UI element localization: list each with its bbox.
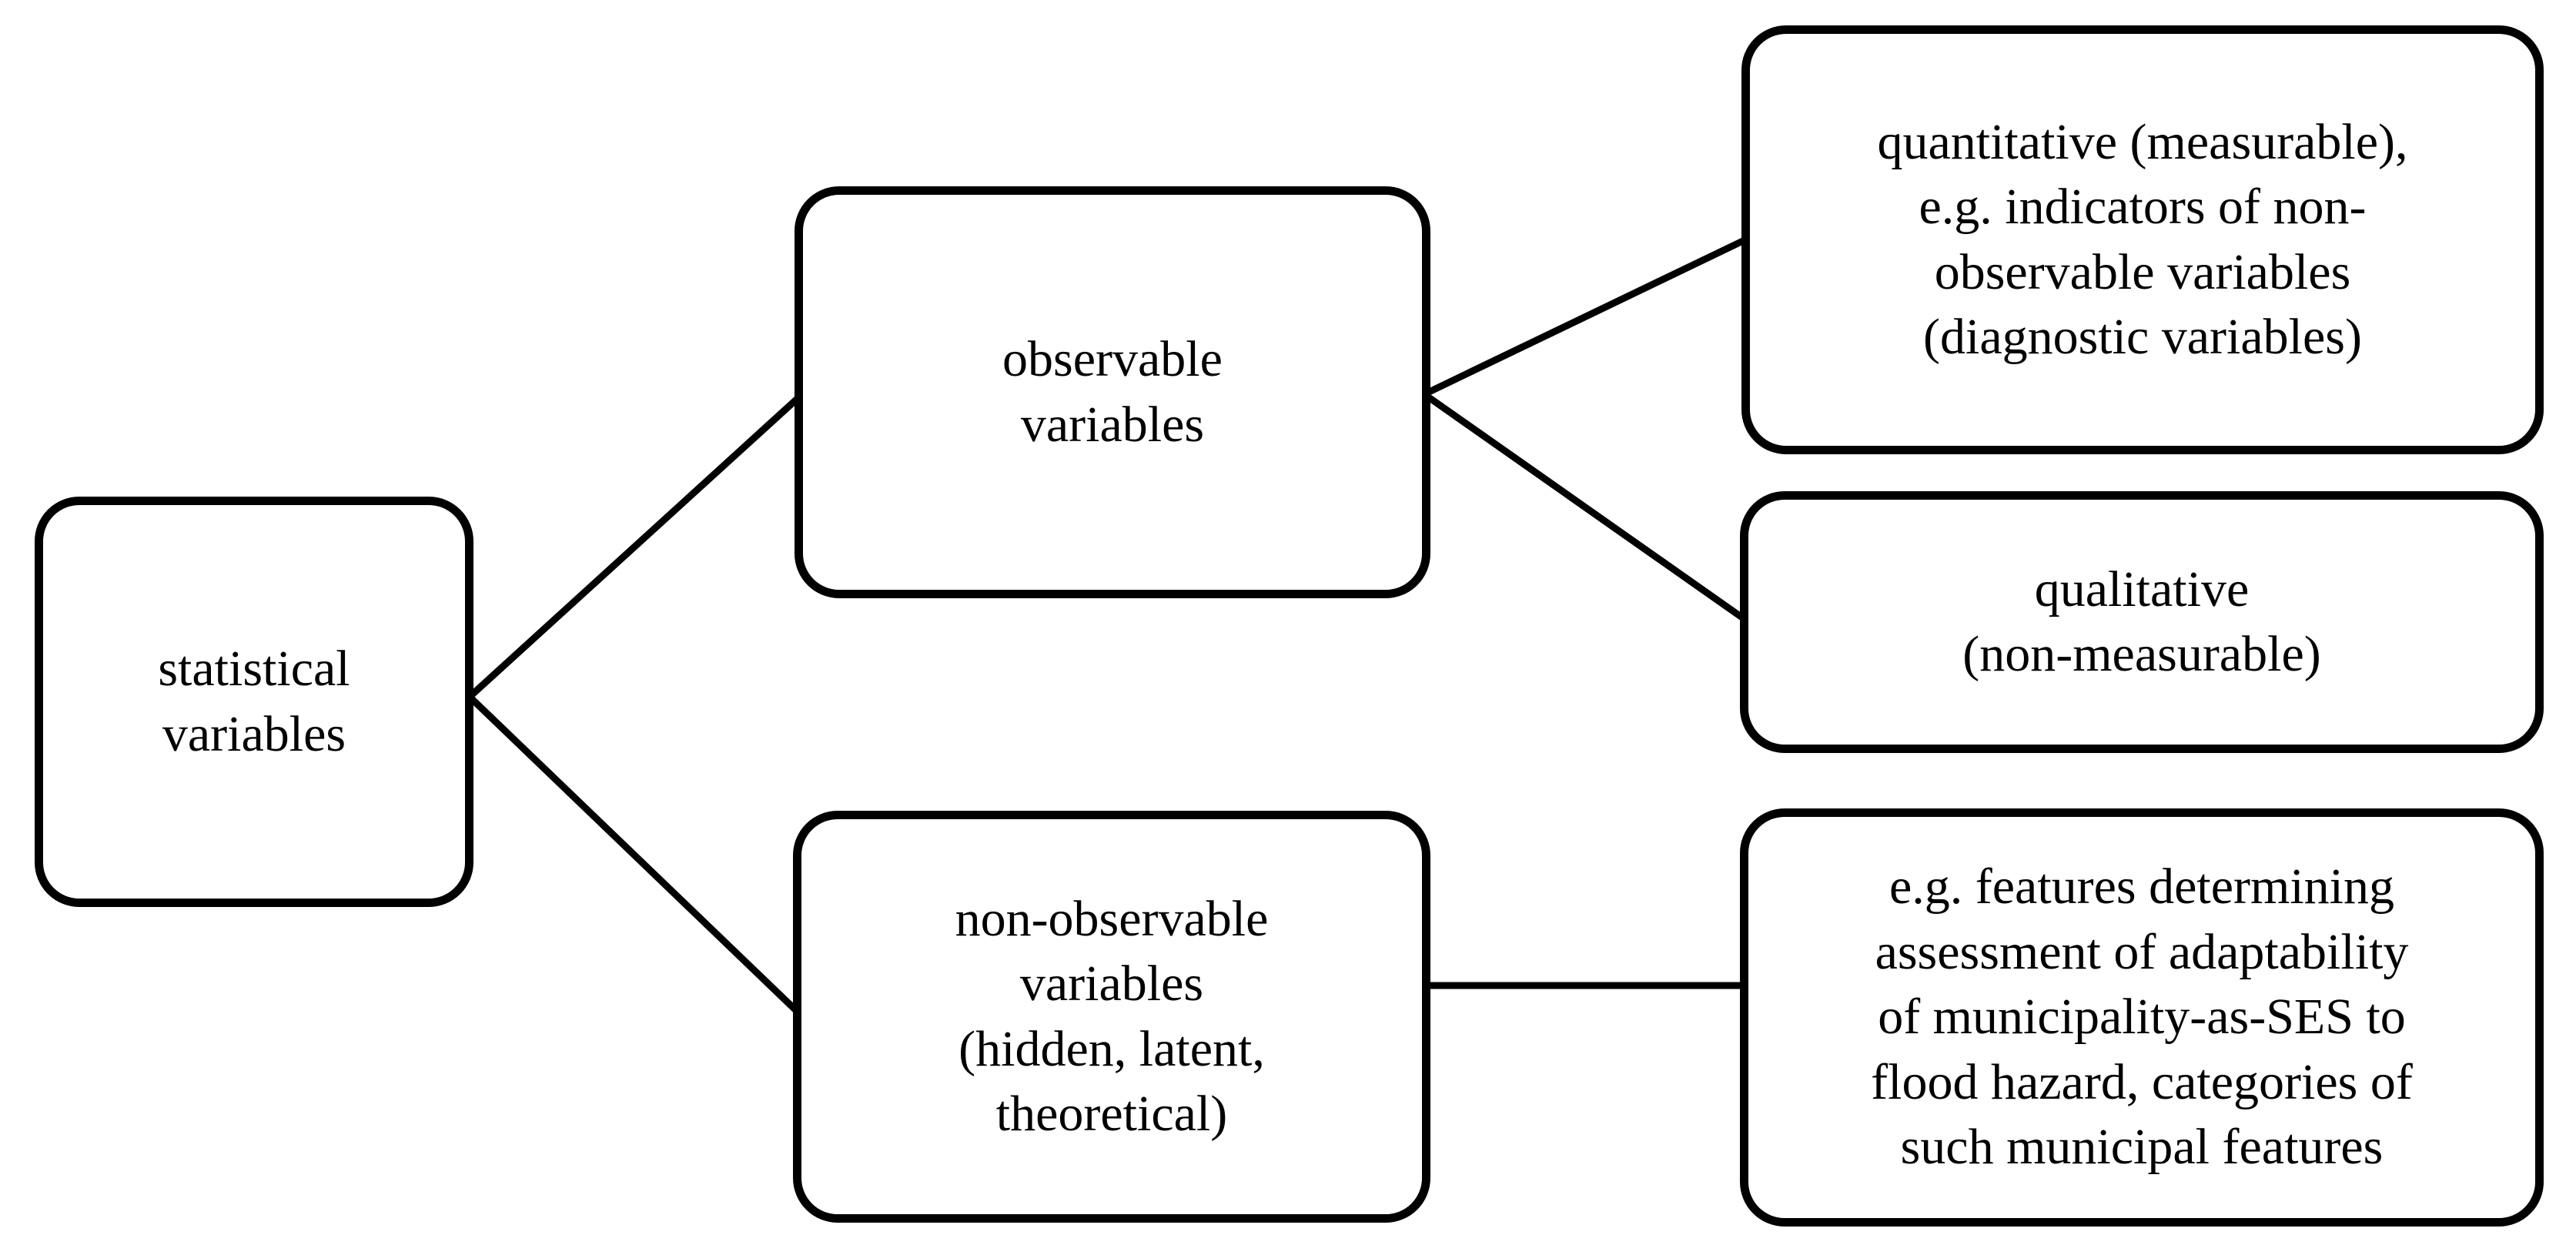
node-non-observable-variables-label: non-observable variables (hidden, latent… xyxy=(955,890,1269,1142)
node-non-observable-examples-label: e.g. features determining assessment of … xyxy=(1871,858,2413,1176)
node-qualitative-variables-label: qualitative (non-measurable) xyxy=(1962,561,2321,682)
node-statistical-variables-label: statistical variables xyxy=(158,641,350,762)
node-non-observable-variables: non-observable variables (hidden, latent… xyxy=(793,811,1430,1223)
node-quantitative-variables: quantitative (measurable), e.g. indicato… xyxy=(1741,25,2544,454)
node-observable-variables: observable variables xyxy=(795,186,1430,598)
node-qualitative-variables: qualitative (non-measurable) xyxy=(1740,491,2544,753)
edge-observable-to-qualitative xyxy=(1420,390,1751,625)
node-statistical-variables: statistical variables xyxy=(35,497,473,907)
node-non-observable-examples: e.g. features determining assessment of … xyxy=(1740,808,2544,1227)
node-observable-variables-label: observable variables xyxy=(1002,331,1223,453)
edge-statistical-to-non-observable xyxy=(466,693,806,1020)
node-quantitative-variables-label: quantitative (measurable), e.g. indicato… xyxy=(1877,113,2408,365)
edge-statistical-to-observable xyxy=(466,390,806,701)
edge-observable-to-quantitative xyxy=(1420,235,1751,398)
